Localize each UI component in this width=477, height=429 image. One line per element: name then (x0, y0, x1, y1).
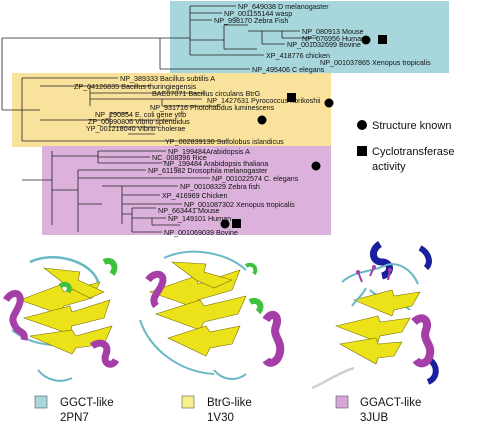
taxon-label: NP_998170 Zebra Fish (214, 16, 288, 25)
taxon-label: NC_008396 Rice (152, 153, 207, 162)
btrg-family-label: BtrG-like (207, 397, 252, 409)
ggct-family-label: GGCT-like (60, 397, 114, 409)
ggct-labels: NP_649038 D melanogaster NP_001155144 wa… (214, 2, 431, 74)
taxon-label: NP_001155144 wasp (224, 9, 292, 18)
structure-known-marker (220, 219, 230, 229)
ggct-swatch (34, 395, 48, 409)
cyclotransferase-marker (232, 219, 241, 228)
taxon-label: NP_663441 Mouse (158, 206, 220, 215)
taxon-label: NP_649038 D melanogaster (238, 2, 329, 11)
taxon-label: ZP_00990806 Vibrio splendidus (88, 117, 190, 126)
taxon-label: NP_076956 Human (302, 34, 365, 43)
btrg-labels: NP_389333 Bacillus subtilis A ZP_0412683… (74, 74, 321, 146)
btrg-group-box (12, 73, 331, 147)
structure-known-marker (361, 35, 371, 45)
structure-captions: GGCT-like 2PN7 BtrG-like 1V30 GGACT-like… (34, 395, 421, 424)
structure-known-marker (257, 115, 267, 125)
taxon-label: YP_001218040 Vibrio cholerae (86, 124, 185, 133)
structure-known-marker (311, 161, 321, 171)
taxon-label: BAE07071 Bacillus circulans BtrG (152, 89, 261, 98)
structure-known-marker (324, 98, 334, 108)
taxon-label: NP_290854 E. coli gene ytfb (95, 110, 186, 119)
legend: Structure known Cyclotransferase activit… (357, 120, 455, 173)
taxon-label: NP_080913 Mouse (302, 27, 364, 36)
taxon-label: NP_1427631 Pyrococcus horikoshii (207, 96, 321, 105)
taxon-label: NP_389333 Bacillus subtilis A (120, 74, 215, 83)
protein-structure-ribbon-2pn7 (3, 248, 122, 382)
taxon-label: XP_418776 chicken (266, 51, 330, 60)
taxon-label: YP_002839130 Sulfolobus islandicus (165, 137, 284, 146)
ggact-swatch (335, 395, 349, 409)
taxon-label: NP_001037865 Xenopus tropicalis (320, 58, 431, 67)
cyclotransferase-legend-label-2: activity (372, 161, 406, 173)
taxon-label: NP_199484 Arabidopsis thaliana (164, 159, 268, 168)
cyclotransferase-legend-label: Cyclotransferase (372, 146, 455, 158)
taxon-label: NP_495406 C elegans (252, 65, 325, 74)
protein-structure-ribbon-1v30 (138, 250, 285, 380)
taxon-label: NP_00108329 Zebra fish (180, 182, 260, 191)
taxon-label: XP_416969 Chicken (162, 191, 228, 200)
structure-known-legend-label: Structure known (372, 120, 451, 132)
taxon-label: NP_001087302 Xenopus tropicalis (184, 200, 295, 209)
taxon-label: NP_001022574 C. elegans (212, 174, 299, 183)
structure-known-legend-icon (357, 120, 367, 130)
taxon-label: NP_611982 Drosophila melanogaster (148, 166, 268, 175)
taxon-label: NP_931716 Photohabdus luminescens (150, 103, 275, 112)
tree-markers (220, 35, 387, 229)
btrg-swatch (181, 395, 195, 409)
taxon-label: NP_199484Arabidopsis A (168, 147, 250, 156)
cyclotransferase-marker (378, 35, 387, 44)
taxon-label: NP_149101 Human (168, 214, 231, 223)
taxon-label: ZP_04126835 Bacillus thuringiegensis (74, 82, 197, 91)
ggct-pdb-label: 2PN7 (60, 412, 89, 424)
taxon-label: NP_001069039 Bovine (164, 228, 238, 237)
protein-structure-ribbon-3jub (311, 241, 439, 390)
cyclotransferase-marker (287, 93, 296, 102)
phylogenetic-tree (1, 5, 318, 233)
ggact-labels: NP_199484Arabidopsis A NC_008396 Rice NP… (148, 147, 299, 237)
btrg-pdb-label: 1V30 (207, 412, 234, 424)
cyclotransferase-legend-icon (357, 146, 367, 156)
ggact-family-label: GGACT-like (360, 397, 421, 409)
ggact-group-box (42, 146, 331, 235)
taxon-label: NP_001032699 Bovine (287, 40, 361, 49)
ggact-pdb-label: 3JUB (360, 412, 388, 424)
